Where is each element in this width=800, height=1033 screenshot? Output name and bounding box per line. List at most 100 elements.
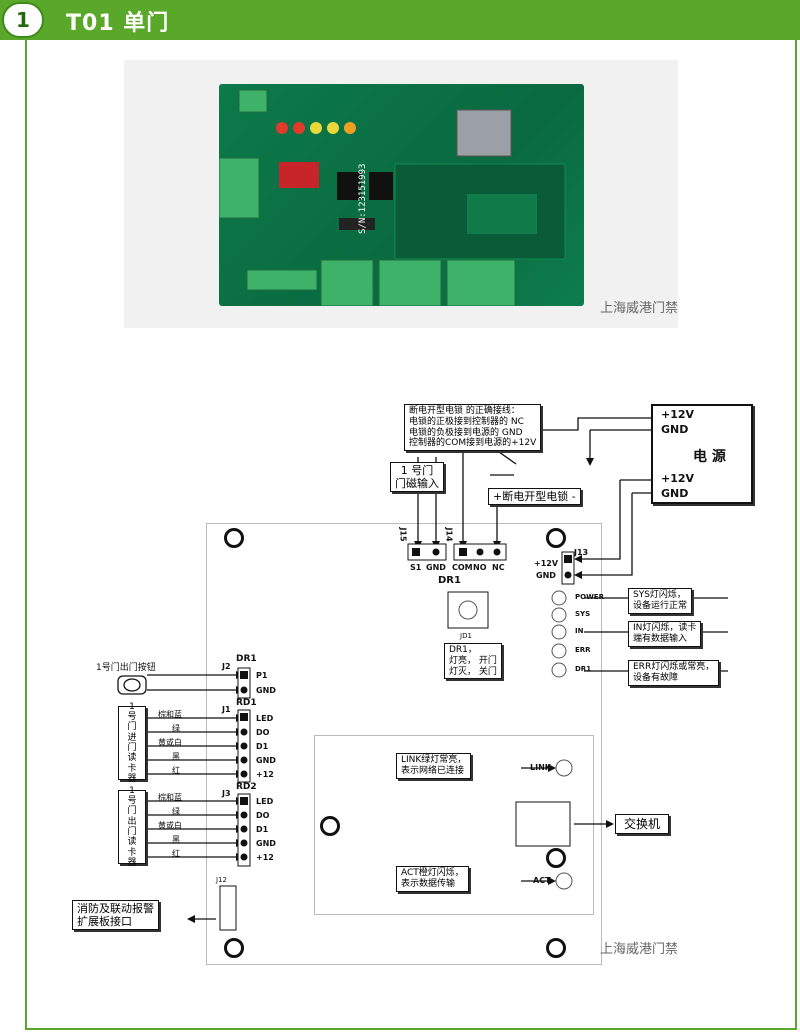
connector-j14: J14 [444, 527, 454, 542]
pin-gnd: GND [426, 563, 446, 572]
link-note-line: LINK绿灯常亮， [401, 755, 467, 765]
reader-in-char: 进 [127, 732, 137, 743]
reader-in-char: 卡 [127, 763, 137, 774]
door-sensor-line: 门磁输入 [395, 477, 439, 491]
wire-color: 黄或白 [158, 821, 182, 830]
in-note: IN灯闪烁，读卡 端有数据输入 [628, 621, 702, 647]
err-note-line: ERR灯闪烁或常亮， [633, 662, 715, 672]
j2-pin-gnd: GND [256, 686, 276, 695]
reader-in-char: 读 [127, 753, 137, 764]
wire-color: 绿 [172, 807, 180, 816]
power-supply: +12V GND 电 源 +12V GND [651, 404, 753, 504]
pcb-board-image: S/N:123151993 [218, 84, 584, 307]
j3-pin-gnd: GND [256, 839, 276, 848]
link-led-label: LINK [530, 763, 551, 772]
mount-hole [224, 938, 244, 958]
content-frame [25, 40, 797, 1030]
lock-wiring-note: 断电开型电锁 的正确接线： 电锁的正极接到控制器的 NC 电锁的负极接到电源的 … [404, 404, 542, 452]
sys-note: SYS灯闪烁， 设备运行正常 [628, 588, 693, 614]
wiring-diagram: 断电开型电锁 的正确接线： 电锁的正极接到控制器的 NC 电锁的负极接到电源的 … [0, 340, 800, 1033]
j1-pin-gnd: GND [256, 756, 276, 765]
power-pin-bottom-12v: +12V [661, 472, 695, 485]
exit-card-reader: 1 号 门 出 门 读 卡 器 [118, 786, 146, 868]
exit-button-label: 1号门出门按钮 [96, 663, 156, 673]
wire-color: 棕和蓝 [158, 710, 182, 719]
j1-pin-led: LED [256, 714, 274, 723]
j2-title: DR1 [236, 654, 257, 664]
pin-nc: NC [492, 563, 505, 572]
connector-j3: J3 [222, 789, 231, 798]
network-switch-label: 交换机 [624, 817, 661, 831]
sys-note-line: 设备运行正常 [633, 600, 688, 611]
pin-com: COM [452, 563, 473, 572]
lock-note-line: 控制器的COM接到电源的+12V [409, 438, 537, 449]
section-header: 1 T01 单门 [0, 0, 800, 40]
link-note: LINK绿灯常亮， 表示网络已连接 [396, 753, 472, 779]
j3-pin-do: DO [256, 811, 270, 820]
entry-card-reader: 1 号 门 进 门 读 卡 器 [118, 702, 146, 784]
lock-label: +断电开型电锁 - [488, 488, 581, 506]
serial-number: S/N:123151993 [358, 164, 368, 234]
in-note-line: IN灯闪烁，读卡 [633, 623, 697, 633]
dr1-note: DR1， 灯亮， 开门 灯灭， 关门 [444, 643, 502, 680]
reader-out-char: 号 [127, 795, 137, 806]
j13-pin-12v: +12V [534, 559, 559, 568]
fire-note-line: 消防及联动报警 [77, 902, 154, 915]
wire-color: 黄或白 [158, 738, 182, 747]
wire-color: 红 [172, 766, 180, 775]
wiring-lines [117, 417, 728, 931]
j1-pin-12: +12 [256, 770, 274, 779]
link-note-line: 表示网络已连接 [401, 765, 465, 776]
controller-photo: S/N:123151993 [124, 60, 678, 328]
connector-j13: J13 [574, 548, 589, 557]
network-module-outline [314, 735, 594, 915]
led-dr1: DR1 [575, 665, 592, 673]
pin-s1: S1 [410, 563, 422, 572]
j13-pin-gnd: GND [536, 571, 556, 580]
reader-in-char: 号 [127, 711, 137, 722]
power-pin-top-12v: +12V [661, 408, 695, 421]
j3-pin-12: +12 [256, 853, 274, 862]
reader-in-char: 1 [129, 701, 135, 712]
led-sys: SYS [575, 610, 591, 618]
act-note-line: ACT橙灯闪烁， [401, 868, 464, 878]
reader-out-char: 门 [127, 827, 137, 837]
dr1-note-line: 灯灭， 关门 [449, 666, 497, 677]
reader-in-char: 器 [127, 774, 137, 785]
err-note: ERR灯闪烁或常亮， 设备有故障 [628, 660, 720, 686]
act-note: ACT橙灯闪烁， 表示数据传输 [396, 866, 469, 892]
wire-color: 黑 [172, 752, 180, 761]
wire-color: 黑 [172, 835, 180, 844]
led-power: POWER [575, 593, 604, 601]
mount-hole [320, 816, 340, 836]
reader-out-char: 器 [127, 858, 137, 869]
act-led-label: ACT [533, 876, 551, 885]
power-pin-bottom-gnd: GND [661, 487, 689, 500]
lock-note-line: 电锁的正极接到控制器的 NC [409, 416, 524, 427]
led-err: ERR [575, 646, 591, 654]
fire-note-line: 扩展板接口 [77, 915, 132, 929]
diagram-watermark: 上海威港门禁 [600, 942, 679, 957]
j1-title: RD1 [236, 698, 257, 708]
mount-hole [546, 528, 566, 548]
dr1-note-line: DR1， [449, 645, 477, 655]
j3-pin-d1: D1 [256, 825, 269, 834]
power-supply-label: 电 源 [693, 449, 726, 465]
door-sensor-line: 1 号门 [400, 464, 434, 477]
reader-out-char: 门 [127, 806, 137, 817]
wire-color: 绿 [172, 724, 180, 733]
connector-j2: J2 [222, 662, 231, 671]
mount-hole [224, 528, 244, 548]
section-title: T01 单门 [66, 11, 170, 36]
j3-title: RD2 [236, 782, 257, 792]
act-note-line: 表示数据传输 [401, 878, 456, 889]
led-in: IN [575, 627, 584, 635]
jd1-label: JD1 [460, 632, 472, 640]
j1-pin-do: DO [256, 728, 270, 737]
network-switch: 交换机 [615, 814, 670, 835]
power-pin-top-gnd: GND [661, 423, 689, 436]
door-sensor-label: 1 号门 门磁输入 [390, 462, 444, 493]
connector-j1: J1 [222, 705, 231, 714]
sys-note-line: SYS灯闪烁， [633, 590, 686, 600]
reader-in-char: 门 [127, 743, 137, 753]
